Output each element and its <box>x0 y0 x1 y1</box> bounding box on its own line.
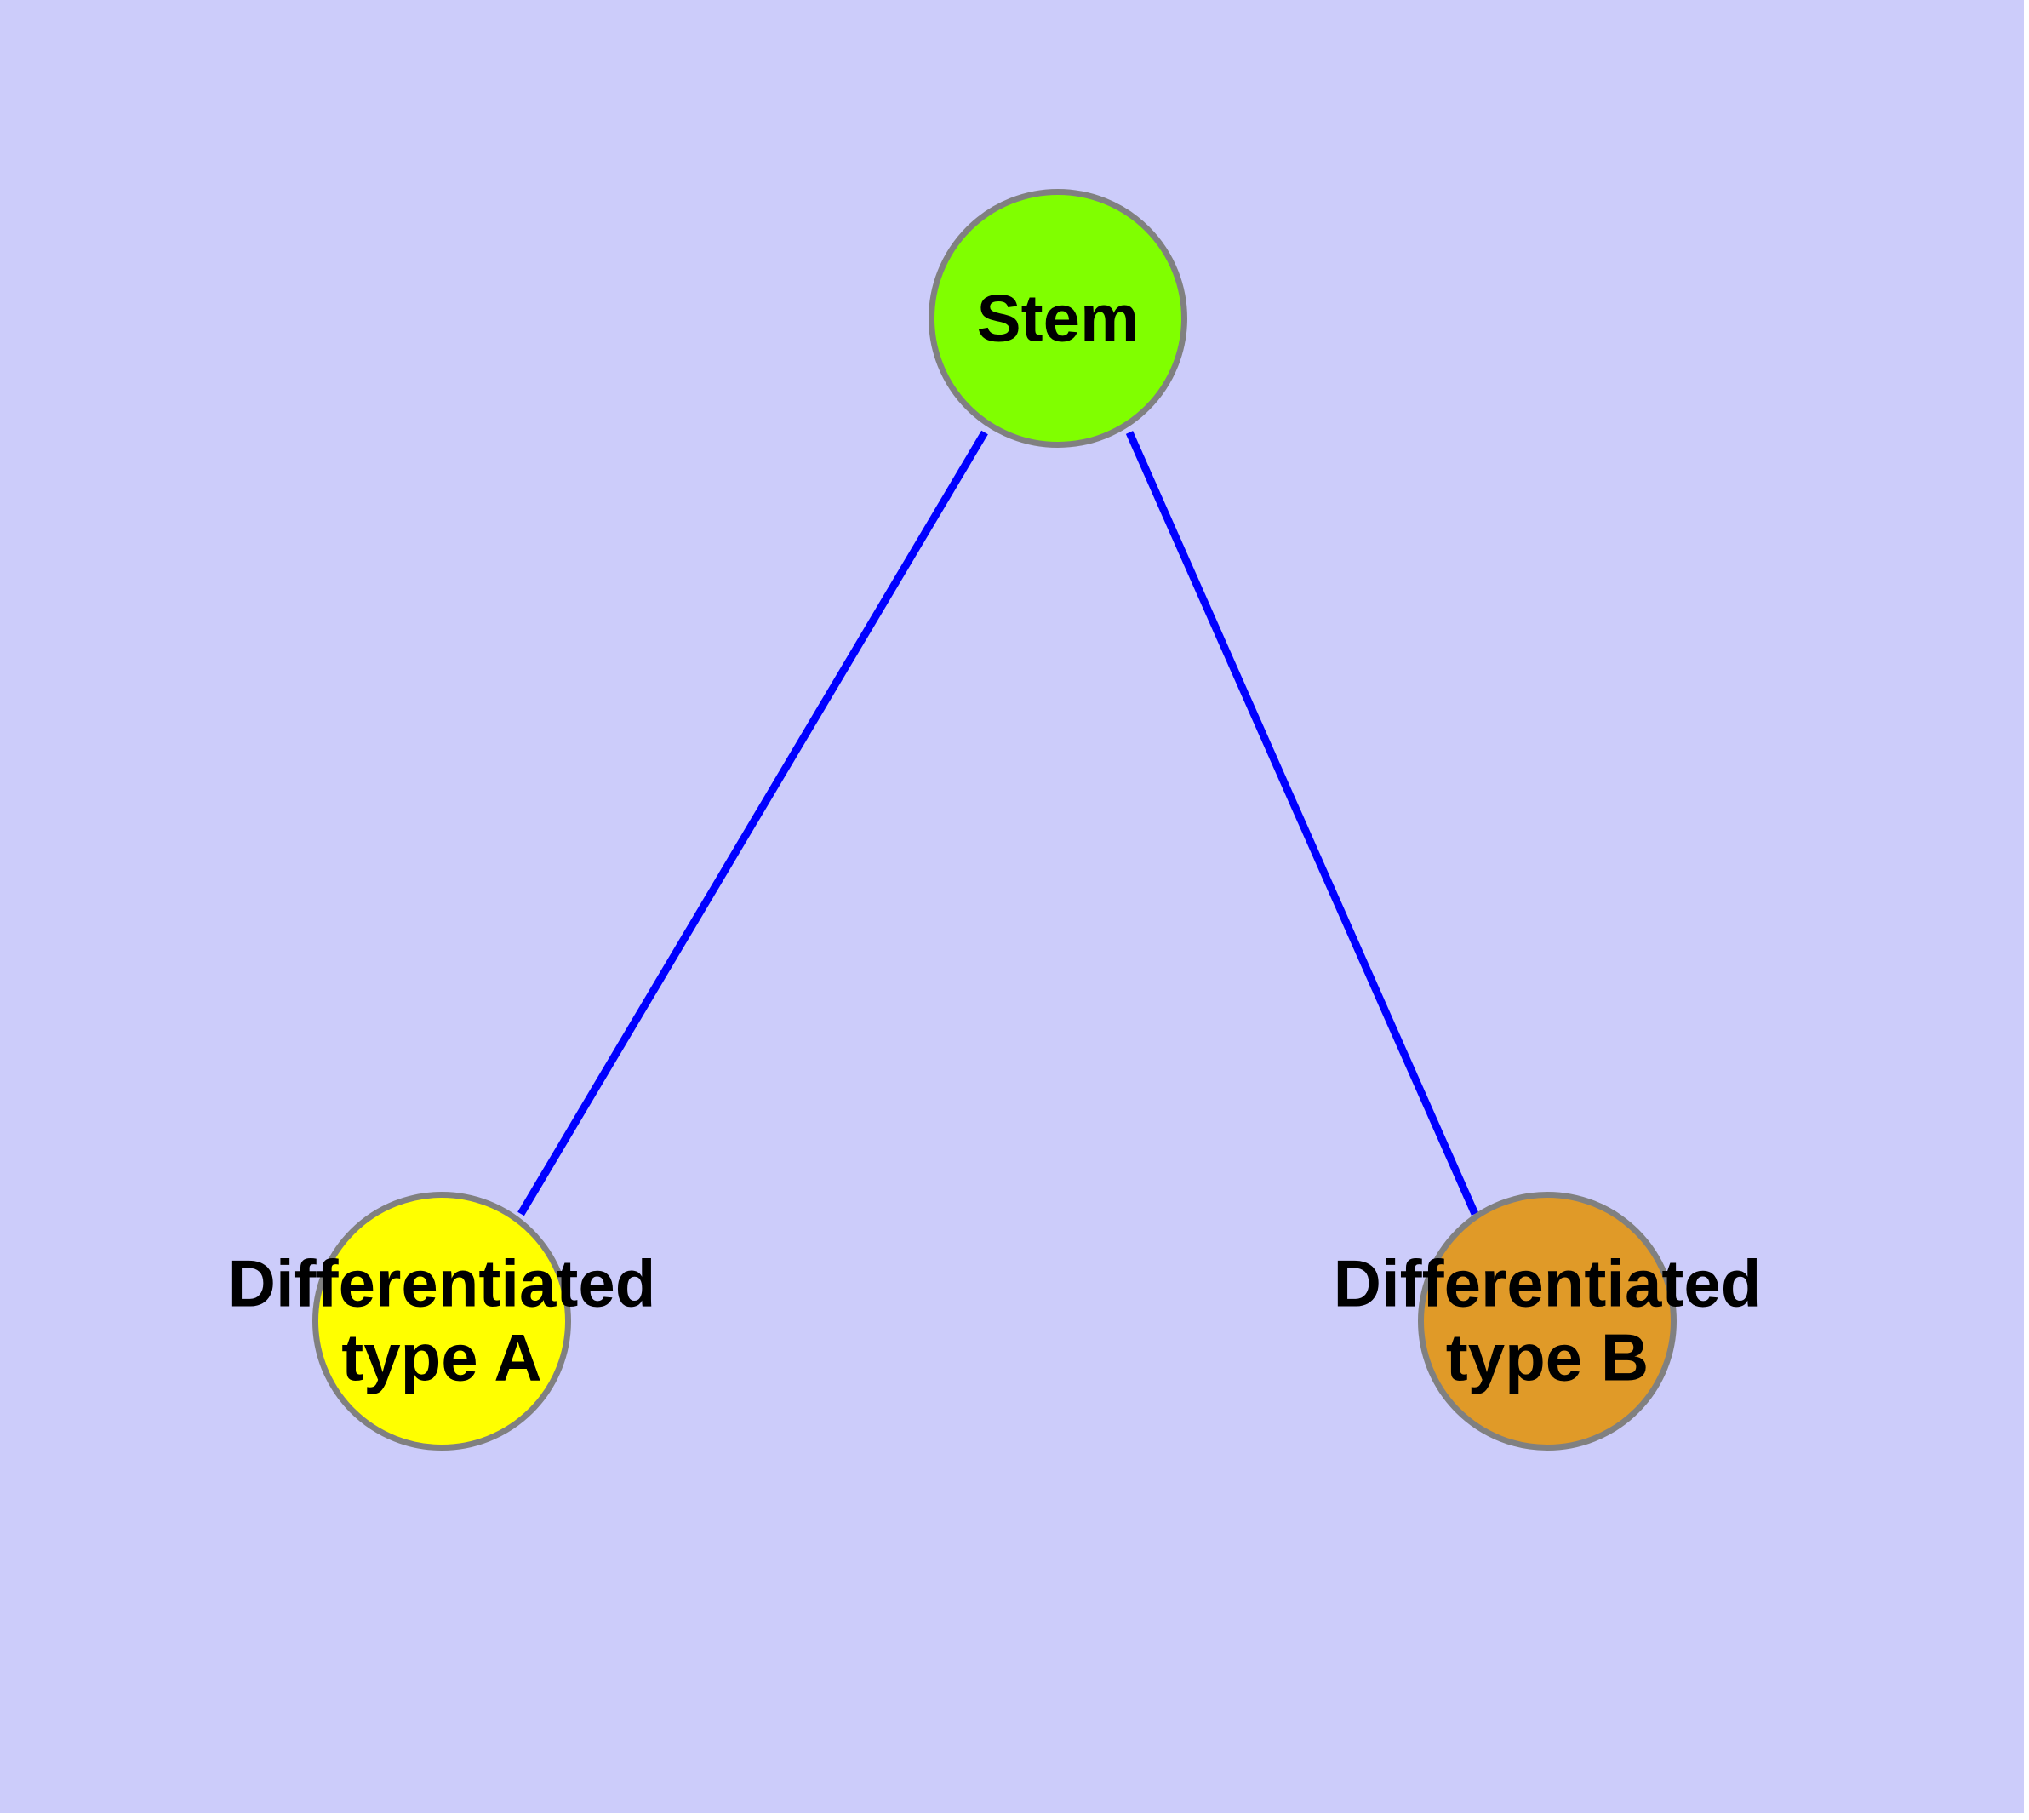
node-stem[interactable]: Stem <box>929 189 1187 448</box>
node-stem-label: Stem <box>976 280 1140 356</box>
node-differentiated-type-a[interactable]: Differentiated type A <box>228 1192 655 1451</box>
node-differentiated-type-b[interactable]: Differentiated type B <box>1334 1192 1761 1451</box>
node-stem-label-line-1: Stem <box>976 280 1140 356</box>
edge-stem-to-differentiated-type-a[interactable] <box>517 430 988 1216</box>
edge-stem-to-differentiated-type-b[interactable] <box>1125 431 1479 1216</box>
